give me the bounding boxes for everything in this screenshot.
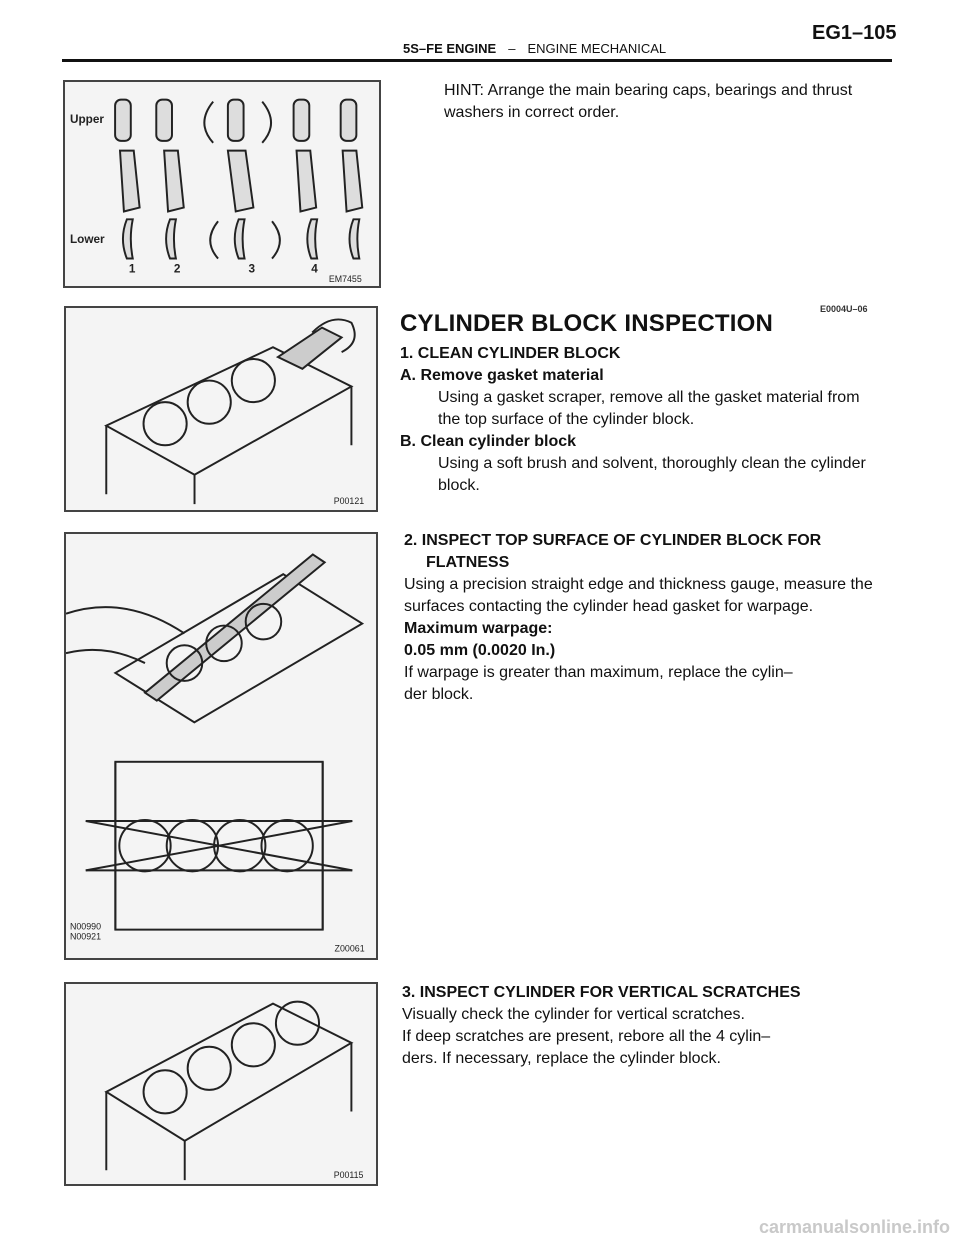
bearing-number-3: 3 xyxy=(248,262,255,275)
max-warpage-value: 0.05 mm (0.0020 In.) xyxy=(404,642,556,659)
section-title: CYLINDER BLOCK INSPECTION xyxy=(400,310,774,337)
step3-text2-line1: If deep scratches are present, rebore al… xyxy=(402,1028,771,1045)
step3-heading: 3. INSPECT CYLINDER FOR VERTICAL SCRATCH… xyxy=(402,984,801,1001)
max-warpage-label: Maximum warpage: xyxy=(404,620,553,637)
header-rule xyxy=(62,59,892,62)
bearing-caps-figure: Upper Lower 1 2 3 4 EM7455 xyxy=(63,80,381,288)
hint-text: HINT: Arrange the main bearing caps, bea… xyxy=(444,82,853,121)
running-header: 5S–FE ENGINE–ENGINE MECHANICAL xyxy=(403,41,666,56)
step1b-heading: B. Clean cylinder block xyxy=(400,433,577,450)
section-stamp: E0004U–06 xyxy=(820,304,868,314)
step3-text2-line2: ders. If necessary, replace the cylinder… xyxy=(402,1050,721,1067)
step2-block: 2. INSPECT TOP SURFACE OF CYLINDER BLOCK… xyxy=(404,530,874,706)
bearing-number-4: 4 xyxy=(311,262,318,275)
upper-label: Upper xyxy=(70,113,104,126)
step2-heading-line1: 2. INSPECT TOP SURFACE OF CYLINDER BLOCK… xyxy=(404,532,822,549)
step1a-heading: A. Remove gasket material xyxy=(400,367,604,384)
step1b-text: Using a soft brush and solvent, thorough… xyxy=(438,455,866,494)
figure-code-p00121: P00121 xyxy=(334,496,364,506)
step3-block: 3. INSPECT CYLINDER FOR VERTICAL SCRATCH… xyxy=(402,982,872,1070)
figure-code-em7455: EM7455 xyxy=(329,274,362,284)
step2-action-line1: If warpage is greater than maximum, repl… xyxy=(404,664,793,681)
step1a-text: Using a gasket scraper, remove all the g… xyxy=(438,389,860,428)
step2-action-line2: der block. xyxy=(404,686,474,703)
step3-text1: Visually check the cylinder for vertical… xyxy=(402,1006,745,1023)
step2-heading-line2: FLATNESS xyxy=(426,554,510,571)
vertical-scratch-figure: P00115 xyxy=(64,982,378,1186)
footer-watermark[interactable]: carmanualsonline.info xyxy=(758,1217,950,1237)
lower-label: Lower xyxy=(70,233,105,246)
header-section: ENGINE MECHANICAL xyxy=(527,41,667,56)
figure-code-n00921: N00921 xyxy=(70,932,101,942)
step2-text: Using a precision straight edge and thic… xyxy=(404,576,873,615)
flatness-inspection-figure: N00990 N00921 Z00061 xyxy=(64,532,378,960)
figure-code-p00115: P00115 xyxy=(334,1170,364,1180)
header-engine: 5S–FE ENGINE xyxy=(403,41,497,56)
bearing-number-2: 2 xyxy=(174,262,181,275)
header-separator: – xyxy=(508,41,516,56)
cylinder-block-cleaning-figure: P00121 xyxy=(64,306,378,512)
figure-code-n00990: N00990 xyxy=(70,922,101,932)
step1-block: 1. CLEAN CYLINDER BLOCK A. Remove gasket… xyxy=(400,343,870,497)
figure-code-z00061: Z00061 xyxy=(335,943,365,953)
bearing-number-1: 1 xyxy=(129,262,136,275)
step1-heading: 1. CLEAN CYLINDER BLOCK xyxy=(400,345,621,362)
page-number: EG1–105 xyxy=(812,22,897,44)
